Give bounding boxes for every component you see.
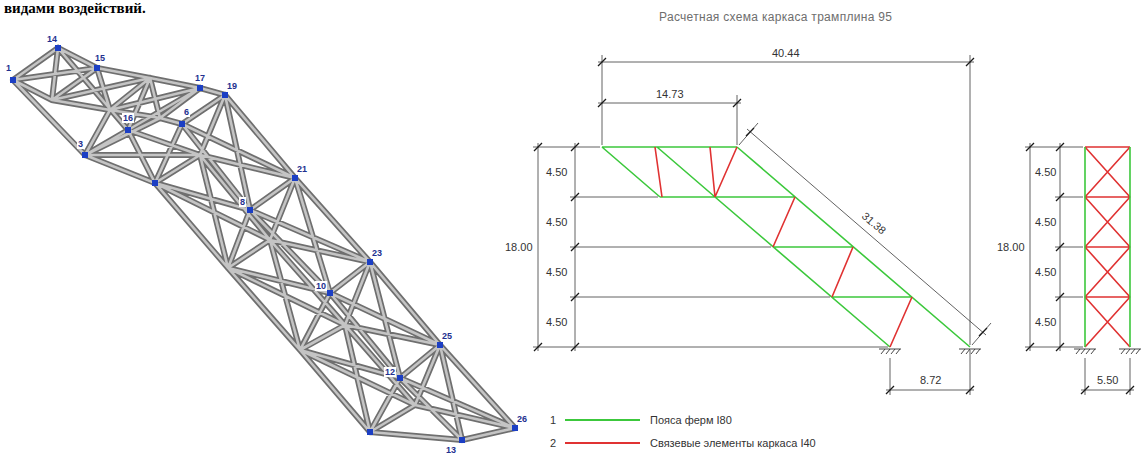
drawing-title: Расчетная схема каркаса трамплина 95 bbox=[659, 11, 892, 25]
legend-number: 2 bbox=[550, 437, 556, 450]
node-number: 23 bbox=[371, 248, 383, 258]
dimension-label: 4.50 bbox=[1035, 166, 1056, 179]
dimension-ticks bbox=[534, 58, 1134, 394]
legend-text: Пояса ферм I80 bbox=[650, 414, 732, 427]
dimension-label: 4.50 bbox=[1035, 316, 1056, 329]
dimension-label: 18.00 bbox=[505, 241, 533, 254]
node-number: 26 bbox=[516, 414, 528, 424]
dimension-label: 8.72 bbox=[919, 374, 942, 387]
legend-sample-green bbox=[565, 419, 640, 421]
dimension-lines bbox=[533, 55, 1134, 395]
dimension-label: 4.50 bbox=[546, 316, 567, 329]
node-number: 25 bbox=[441, 331, 453, 341]
node-number: 10 bbox=[315, 281, 327, 291]
legend-number: 1 bbox=[550, 414, 556, 427]
dimension-label: 40.44 bbox=[771, 47, 801, 60]
node-markers bbox=[10, 45, 518, 443]
node-number: 17 bbox=[194, 73, 206, 83]
truss-3d-view bbox=[13, 48, 515, 440]
page-text: видами воздействий. bbox=[4, 0, 146, 17]
node-number: 16 bbox=[122, 113, 134, 123]
node-number: 12 bbox=[384, 367, 396, 377]
dimension-label: 31.38 bbox=[858, 209, 889, 238]
node-number: 19 bbox=[226, 81, 238, 91]
node-number: 1 bbox=[5, 63, 12, 73]
node-number: 6 bbox=[183, 107, 190, 117]
dimension-label: 5.50 bbox=[1096, 374, 1119, 387]
dimension-label: 4.50 bbox=[1035, 266, 1056, 279]
dimension-label: 4.50 bbox=[1035, 216, 1056, 229]
dimension-label: 4.50 bbox=[546, 166, 567, 179]
dimension-label: 14.73 bbox=[655, 88, 685, 101]
front-view-bracing bbox=[1085, 147, 1130, 347]
node-number: 14 bbox=[46, 34, 58, 44]
node-number: 13 bbox=[445, 445, 457, 455]
legend-sample-red bbox=[565, 442, 640, 444]
supports bbox=[879, 349, 1141, 354]
node-number: 3 bbox=[77, 139, 84, 149]
node-number: 8 bbox=[239, 197, 246, 207]
dimension-label: 4.50 bbox=[546, 216, 567, 229]
front-view-chords bbox=[1085, 147, 1130, 347]
dimension-label: 18.00 bbox=[997, 241, 1025, 254]
node-number: 21 bbox=[296, 164, 308, 174]
dimension-label: 4.50 bbox=[546, 266, 567, 279]
node-number: 15 bbox=[94, 53, 106, 63]
legend-text: Связевые элементы каркаса I40 bbox=[650, 437, 816, 450]
legend-line-samples bbox=[565, 420, 640, 443]
